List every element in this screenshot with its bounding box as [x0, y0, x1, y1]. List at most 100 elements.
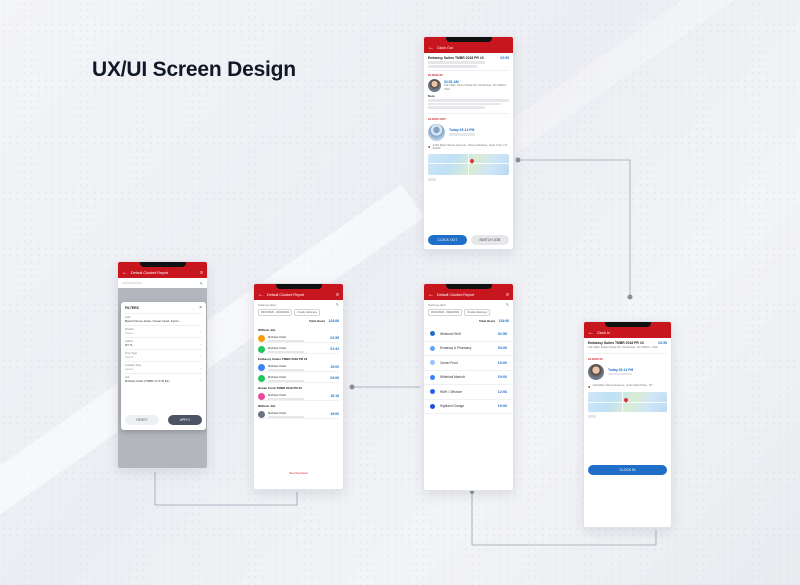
app-bar: ← Clock Out	[424, 37, 513, 53]
clockin-section-label: CLOCK IN	[428, 73, 443, 77]
item-name: Whitehall Marriott	[440, 375, 465, 380]
filter-field[interactable]: Job Richard Clark (TMBR 17 67R E1) ⌄	[125, 376, 202, 383]
total-time: 02:55	[658, 341, 667, 345]
sort-label[interactable]: Sorting Label	[428, 302, 446, 307]
chevron-down-icon: ⌄	[199, 329, 202, 334]
filter-field[interactable]: Time Type Select ⌄	[125, 352, 202, 359]
bullet-icon	[430, 403, 435, 409]
user-placeholder-icon	[428, 123, 445, 141]
bullet-icon	[430, 345, 435, 351]
screen-title: Default Clocked Report	[131, 271, 169, 275]
total-time: 02:55	[500, 56, 509, 60]
clockin-section-label: CLOCK IN	[588, 356, 603, 361]
filter-field[interactable]: Labour NT TL ⌄	[125, 340, 202, 347]
entry-value: 01:43	[330, 347, 339, 351]
item-name: Embassy & Pharmacy	[440, 346, 472, 351]
location-pin-icon: ●	[428, 143, 431, 149]
total-hours-label: Total Hours	[308, 319, 326, 323]
item-name: Weekend Shift	[440, 331, 461, 336]
bullet-icon	[430, 360, 435, 366]
filter-chip[interactable]: Crosby Attorneys	[464, 309, 491, 316]
back-arrow-icon[interactable]: ←	[428, 45, 434, 51]
location-pin-icon: ●	[588, 383, 591, 389]
report-screen: ← Default Clocked Report ≡ Sorting Label…	[253, 283, 344, 490]
clockout-address: 1234 Main Street Avenue, Street Address,…	[432, 143, 508, 151]
menu-icon[interactable]: ≡	[336, 292, 339, 298]
clockout-button[interactable]: CLOCK OUT	[428, 235, 467, 245]
filter-chip[interactable]: 09/17/2020 - 09/23/2021	[428, 309, 463, 316]
entry-value: 19:00	[330, 365, 339, 369]
sort-label[interactable]: Sorting Label	[258, 302, 276, 307]
location-map[interactable]	[588, 391, 667, 412]
see-hours-link[interactable]: See the hours	[289, 471, 308, 475]
menu-icon[interactable]: ≡	[200, 270, 203, 276]
avatar	[258, 334, 265, 342]
entry-value: 16:15	[330, 394, 339, 398]
menu-icon[interactable]: ≡	[506, 292, 509, 298]
summary-screen: ← Default Clocked Report ≡ Sorting Label…	[423, 283, 514, 491]
filter-icon[interactable]: ✎	[199, 280, 203, 286]
modal-title: FILTERS	[125, 306, 139, 310]
filter-field[interactable]: Jobs Beach Dunes Hotel, Ocean Hotel, Fer…	[125, 316, 182, 323]
clockout-section-label: CLOCK OUT	[428, 116, 446, 121]
back-arrow-icon[interactable]: ←	[258, 292, 264, 298]
entry-name: Richard Clark	[268, 334, 287, 339]
item-name: HMH / Offshore	[440, 389, 463, 394]
close-icon[interactable]: ×	[199, 305, 202, 311]
apply-button[interactable]: APPLY	[168, 415, 202, 425]
location-map[interactable]	[428, 153, 509, 175]
clockout-screen: ← Clock Out Embassy Suites TMBR 2018 PR …	[423, 36, 514, 250]
avatar	[258, 363, 265, 371]
entry-value: 02:06	[330, 376, 339, 380]
item-value: 19:00	[497, 360, 507, 365]
filter-chip[interactable]: Crosby Attorneys	[294, 309, 321, 316]
filter-icon[interactable]: ✎	[505, 302, 509, 307]
note-label: Note	[428, 94, 435, 98]
filters-screen: ← Default Clocked Report ≡ ✎ FILTERS × J…	[117, 261, 208, 469]
filter-field[interactable]: Division Select ⌄	[125, 328, 202, 335]
screen-title: Clock Out	[437, 46, 453, 50]
bullet-icon	[430, 331, 435, 337]
chevron-down-icon: ⌄	[199, 341, 202, 346]
project-name: Embassy Suites TMBR 2018 PR #3	[428, 56, 484, 60]
back-arrow-icon[interactable]: ←	[428, 292, 434, 298]
entry-name: Richard Clark	[268, 374, 287, 379]
clockout-time: Today 03:14 PM	[449, 128, 475, 133]
chevron-down-icon: ⌄	[199, 353, 202, 358]
summary-item[interactable]: Highland Grange 19:00	[424, 400, 513, 414]
filters-modal: FILTERS × Jobs Beach Dunes Hotel, Ocean …	[121, 302, 206, 430]
avatar	[258, 345, 265, 353]
clockin-address: 111 Main Street Suite #2, Columbia, SC 2…	[444, 83, 507, 91]
bullet-icon	[430, 389, 435, 395]
switch-job-button[interactable]: SWITCH JOB	[470, 235, 509, 245]
total-hours-value: 124:06	[498, 319, 509, 323]
avatar	[428, 79, 441, 92]
bullet-icon	[430, 374, 435, 380]
screen-title: Default Clocked Report	[267, 293, 305, 297]
item-value: 19:00	[497, 404, 507, 409]
clockin-time: 02:51 AM	[444, 79, 459, 84]
back-arrow-icon[interactable]: ←	[588, 330, 594, 336]
clockin-button[interactable]: CLOCK IN	[588, 465, 667, 475]
filter-chip[interactable]: 09/17/2020 - 09/23/2021	[258, 309, 293, 316]
filter-icon[interactable]: ✎	[335, 302, 339, 307]
item-name: Highland Grange	[440, 404, 465, 409]
report-entry[interactable]: Richard Clark 02:06	[258, 374, 339, 383]
total-hours-label: Total Hours	[478, 319, 496, 323]
filter-field[interactable]: Location Type Select ⌄	[125, 364, 202, 371]
back-arrow-icon[interactable]: ←	[122, 270, 128, 276]
avatar	[258, 392, 265, 400]
reset-button[interactable]: RESET	[125, 415, 159, 425]
